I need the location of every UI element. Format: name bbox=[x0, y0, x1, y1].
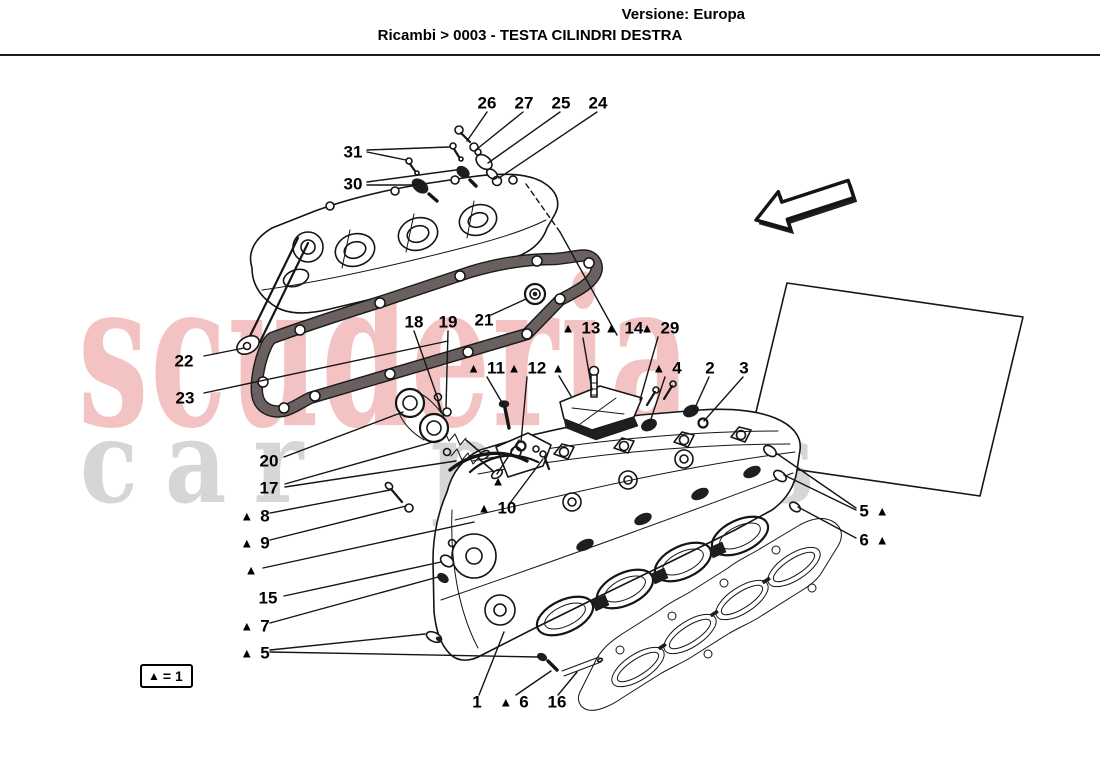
callout-triangle: ▲ bbox=[552, 362, 565, 375]
callout-15: 15 bbox=[259, 590, 278, 607]
callout-6: 6▲ bbox=[859, 532, 888, 549]
legend-text: = 1 bbox=[162, 668, 183, 684]
callout-number: 5 bbox=[859, 501, 869, 521]
callout-5: ▲5 bbox=[240, 645, 269, 662]
callout-29: ▲ 29 bbox=[641, 320, 680, 337]
callout-number: 6 bbox=[859, 530, 869, 550]
callout-triangle: ▲ bbox=[492, 475, 505, 488]
triangle-marker-icon: ▲ bbox=[491, 473, 505, 489]
callout-22: 22 bbox=[175, 353, 194, 370]
callout-number: 3 bbox=[739, 358, 749, 378]
callout-11: ▲ 11 bbox=[467, 360, 505, 377]
callout-21: 21 bbox=[475, 312, 494, 329]
callout-number: 2 bbox=[705, 358, 715, 378]
callout-number: 11 bbox=[486, 358, 505, 378]
callout-4: ▲4 bbox=[652, 360, 681, 377]
leader-lines bbox=[203, 111, 857, 696]
callout-16: 16 bbox=[548, 694, 567, 711]
triangle-marker-icon: ▲ bbox=[561, 320, 575, 336]
triangle-marker-icon: ▲ bbox=[640, 320, 654, 336]
breadcrumb: Ricambi > 0003 - TESTA CILINDRI DESTRA bbox=[377, 27, 683, 44]
callout-2: 2 bbox=[705, 360, 714, 377]
triangle-marker-icon: ▲ bbox=[467, 360, 480, 376]
triangle-marker-icon: ▲ bbox=[240, 618, 254, 634]
direction-arrow-icon bbox=[754, 178, 858, 234]
triangle-marker-icon: ▲ bbox=[499, 694, 513, 710]
callout-number: 15 bbox=[258, 588, 278, 608]
callout-number: 12 bbox=[527, 358, 547, 378]
callout-number: 26 bbox=[477, 93, 497, 113]
callout-number: 7 bbox=[260, 616, 270, 636]
triangle-marker-icon: ▲ bbox=[477, 500, 491, 516]
callout-30: 30 bbox=[344, 176, 363, 193]
head-gasket-drawing bbox=[577, 518, 842, 711]
callout-number: 31 bbox=[343, 142, 363, 162]
version-label: Versione: Europa bbox=[621, 6, 745, 23]
triangle-marker-icon: ▲ bbox=[240, 645, 254, 661]
callout-19: 19 bbox=[439, 314, 458, 331]
callout-27: 27 bbox=[515, 95, 534, 112]
callout-31: 31 bbox=[344, 144, 363, 161]
callout-24: 24 bbox=[589, 95, 608, 112]
callout-3: 3 bbox=[739, 360, 748, 377]
callout-8: ▲8 bbox=[240, 508, 269, 525]
callout-23: 23 bbox=[176, 390, 195, 407]
callout-13: ▲ 13 bbox=[562, 320, 601, 337]
triangle-marker-icon: ▲ bbox=[875, 503, 889, 519]
triangle-legend: ▲ = 1 bbox=[140, 664, 193, 688]
callout-number: 17 bbox=[259, 478, 279, 498]
callout-number: 23 bbox=[175, 388, 195, 408]
callout-number: 13 bbox=[581, 318, 601, 338]
legend-triangle-icon: ▲ bbox=[148, 669, 160, 683]
triangle-marker-icon: ▲ bbox=[875, 532, 889, 548]
fasteners-drawing bbox=[384, 125, 802, 677]
callout-number: 1 bbox=[472, 692, 482, 712]
callout-12: ▲ 12 bbox=[508, 360, 547, 377]
header-divider bbox=[0, 54, 1100, 56]
callout-5: 5▲ bbox=[859, 503, 888, 520]
callout-number: 25 bbox=[551, 93, 571, 113]
callout-number: 9 bbox=[260, 533, 270, 553]
callout-number: 16 bbox=[547, 692, 567, 712]
callout-number: 8 bbox=[260, 506, 270, 526]
callout-18: 18 bbox=[405, 314, 424, 331]
triangle-marker-icon: ▲ bbox=[244, 562, 258, 578]
valve-cover-gasket-drawing bbox=[250, 249, 603, 418]
callout-triangle: ▲ bbox=[245, 564, 258, 577]
callout-20: 20 bbox=[260, 453, 279, 470]
triangle-marker-icon: ▲ bbox=[604, 320, 618, 336]
callout-number: 14 bbox=[624, 318, 644, 338]
callout-26: 26 bbox=[478, 95, 497, 112]
triangle-marker-icon: ▲ bbox=[551, 360, 565, 376]
callout-number: 18 bbox=[404, 312, 424, 332]
triangle-marker-icon: ▲ bbox=[240, 535, 254, 551]
callout-number: 29 bbox=[660, 318, 680, 338]
callout-number: 24 bbox=[588, 93, 608, 113]
callout-number: 22 bbox=[174, 351, 194, 371]
triangle-marker-icon: ▲ bbox=[240, 508, 254, 524]
callout-14: ▲ 14 bbox=[605, 320, 644, 337]
callout-25: 25 bbox=[552, 95, 571, 112]
checkered-flag-watermark bbox=[743, 282, 1024, 497]
callout-number: 19 bbox=[438, 312, 458, 332]
callout-number: 4 bbox=[672, 358, 682, 378]
callout-number: 20 bbox=[259, 451, 279, 471]
callout-number: 10 bbox=[497, 498, 517, 518]
callout-9: ▲9 bbox=[240, 535, 269, 552]
callout-6: ▲6 bbox=[499, 694, 528, 711]
callout-number: 27 bbox=[514, 93, 534, 113]
callout-number: 21 bbox=[474, 310, 494, 330]
triangle-marker-icon: ▲ bbox=[507, 360, 521, 376]
callout-10: ▲ 10 bbox=[478, 500, 517, 517]
callout-17: 17 bbox=[260, 480, 279, 497]
callout-1: 1 bbox=[472, 694, 481, 711]
triangle-marker-icon: ▲ bbox=[652, 360, 666, 376]
callout-number: 6 bbox=[519, 692, 529, 712]
callout-7: ▲7 bbox=[240, 618, 269, 635]
valve-cover-drawing bbox=[236, 173, 559, 355]
callout-number: 30 bbox=[343, 174, 363, 194]
callout-number: 5 bbox=[260, 643, 270, 663]
